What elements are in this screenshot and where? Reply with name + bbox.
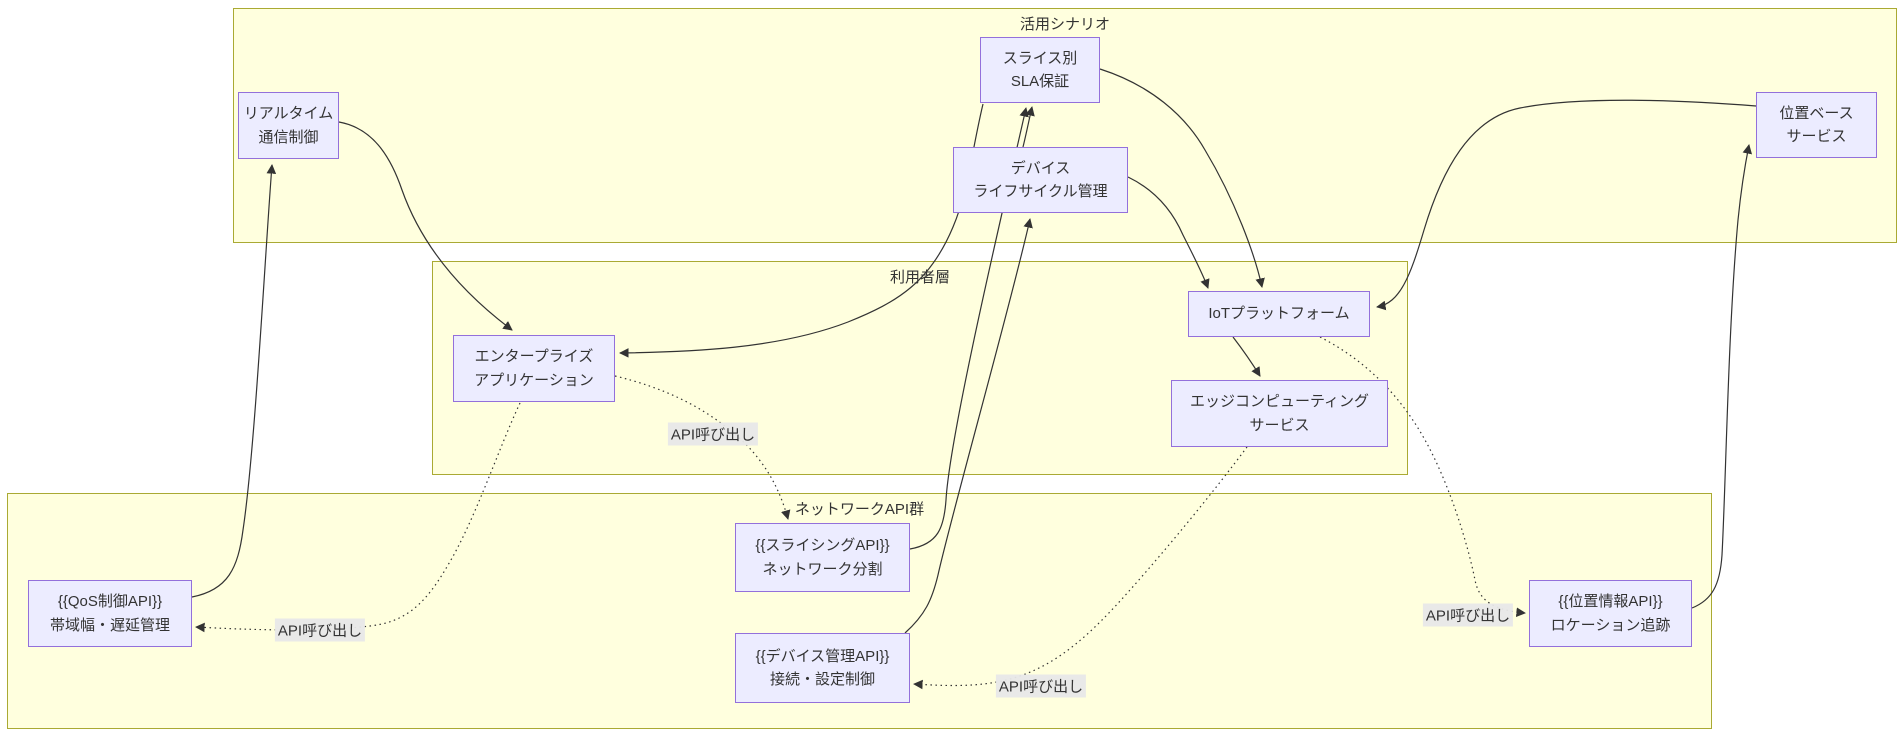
edge-label-enterprise-to-slicing_api: API呼び出し [667, 422, 759, 446]
edge-label-edge_svc-to-device_api: API呼び出し [995, 674, 1087, 698]
node-realtime-label-line: リアルタイム [243, 105, 334, 123]
node-device_api-label-line: {{デバイス管理API}} [755, 647, 890, 665]
node-location_api-label-line: {{位置情報API}} [1558, 593, 1663, 611]
node-location_svc: 位置ベースサービス [1756, 92, 1877, 158]
node-sla-label-line: SLA保証 [1010, 73, 1070, 90]
node-slicing_api-label-line: {{スライシングAPI}} [755, 537, 890, 555]
node-slicing_api: {{スライシングAPI}} ネットワーク分割 [735, 523, 910, 592]
node-iot-label-line: IoTプラットフォーム [1208, 305, 1350, 323]
node-enterprise-label-line: アプリケーション [474, 371, 594, 389]
edge-label-enterprise-to-qos_api: API呼び出し [274, 618, 366, 642]
node-enterprise-label-line: エンタープライズ [474, 348, 594, 366]
node-realtime-label-line: 通信制御 [258, 128, 319, 146]
node-enterprise: エンタープライズアプリケーション [453, 335, 615, 402]
node-lifecycle: デバイスライフサイクル管理 [953, 147, 1128, 213]
node-location_api-label-line: ロケーション追跡 [1550, 616, 1671, 634]
node-realtime: リアルタイム通信制御 [238, 92, 339, 159]
edge-label-iot-to-location_api: API呼び出し [1422, 603, 1514, 627]
node-device_api-label-line: 接続・設定制御 [769, 671, 875, 688]
node-qos_api-label-line: {{QoS制御API}} [57, 593, 163, 611]
cluster-title-scenarios: 活用シナリオ [1019, 16, 1110, 33]
node-slicing_api-label-line: ネットワーク分割 [762, 560, 883, 578]
node-iot: IoTプラットフォーム [1188, 291, 1370, 337]
node-location_svc-label-line: サービス [1786, 128, 1847, 145]
node-edge_svc-label-line: エッジコンピューティング [1189, 393, 1370, 411]
node-qos_api-label-line: 帯域幅・遅延管理 [49, 616, 170, 634]
node-qos_api: {{QoS制御API}} 帯域幅・遅延管理 [28, 580, 192, 647]
cluster-title-users: 利用者層 [889, 269, 950, 286]
node-lifecycle-label-line: デバイス [1010, 159, 1071, 177]
node-edge_svc: エッジコンピューティングサービス [1171, 380, 1388, 447]
node-lifecycle-label-line: ライフサイクル管理 [973, 183, 1108, 200]
node-sla-label-line: スライス別 [1002, 49, 1078, 67]
node-location_svc-label-line: 位置ベース [1779, 104, 1854, 122]
node-sla: スライス別 SLA保証 [980, 37, 1100, 103]
node-device_api: {{デバイス管理API}} 接続・設定制御 [735, 633, 910, 703]
cluster-title-apis: ネットワークAPI群 [794, 501, 925, 518]
node-location_api: {{位置情報API}} ロケーション追跡 [1529, 580, 1692, 647]
node-edge_svc-label-line: サービス [1249, 416, 1310, 434]
